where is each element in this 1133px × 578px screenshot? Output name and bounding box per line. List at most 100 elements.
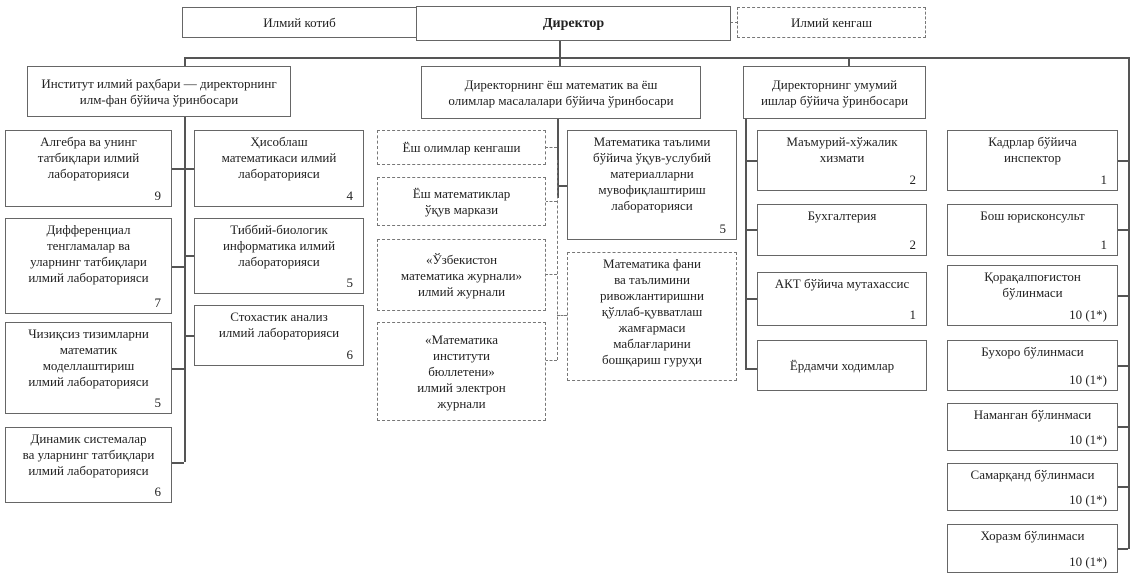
deputy-box: Институт илмий раҳбари — директорнинг ил… <box>27 66 291 117</box>
staff-count: 6 <box>346 347 354 362</box>
connector-line <box>184 116 186 462</box>
connector-line <box>184 57 186 66</box>
youth-unit-box: «Ўзбекистон математика журнали» илмий жу… <box>377 239 546 311</box>
box-label: Тиббий-биологик информатика илмий лабора… <box>222 222 336 269</box>
connector-line <box>1117 160 1128 162</box>
branch-box: Хоразм бўлинмаси 10 (1*) <box>947 524 1118 573</box>
scientific-secretary-box: Илмий котиб <box>182 7 417 38</box>
connector-line <box>557 185 569 187</box>
staff-count: 10 (1*) <box>1069 307 1107 322</box>
box-label: Стохастик анализ илмий лабораторияси <box>218 309 340 340</box>
connector-line <box>545 274 557 275</box>
box-label: Маъмурий-хўжалик хизмати <box>786 134 898 165</box>
box-label: Директорнинг ёш математик ва ёш олимлар … <box>448 77 674 108</box>
staff-count: 1 <box>1100 237 1108 252</box>
staff-count: 10 (1*) <box>1069 492 1107 507</box>
box-label: Бош юрисконсульт <box>980 208 1085 223</box>
connector-line <box>1128 57 1130 549</box>
lab-box: Динамик системалар ва уларнинг татбиқлар… <box>5 427 172 503</box>
connector-line <box>172 462 184 464</box>
branch-box: Бухоро бўлинмаси 10 (1*) <box>947 340 1118 391</box>
connector-line <box>172 168 184 170</box>
box-label: Ҳисоблаш математикаси илмий лабораторияс… <box>221 134 337 181</box>
staff-count: 2 <box>909 172 917 187</box>
youth-unit-box: «Математика институти бюллетени» илмий э… <box>377 322 546 421</box>
box-label: Бухоро бўлинмаси <box>981 344 1084 359</box>
deputy-box: Директорнинг ёш математик ва ёш олимлар … <box>421 66 701 119</box>
lab-box: Тиббий-биологик информатика илмий лабора… <box>194 218 364 294</box>
lab-box: Стохастик анализ илмий лабораторияси 6 <box>194 305 364 366</box>
connector-line <box>184 168 194 170</box>
box-label: Илмий котиб <box>263 15 336 30</box>
box-label: Алгебра ва унинг татбиқлари илмий лабора… <box>37 134 140 181</box>
lab-box: Дифференциал тенгламалар ва уларнинг тат… <box>5 218 172 314</box>
staff-count: 10 (1*) <box>1069 554 1107 569</box>
box-label: Динамик системалар ва уларнинг татбиқлар… <box>22 431 155 478</box>
connector-line <box>745 160 757 162</box>
connector-line <box>557 160 558 360</box>
youth-unit-box: Математика фани ва таълимини ривожлантир… <box>567 252 737 381</box>
academic-council-box: Илмий кенгаш <box>737 7 926 38</box>
staff-count: 2 <box>909 237 917 252</box>
connector-line <box>1117 229 1128 231</box>
connector-line <box>745 229 757 231</box>
connector-line <box>545 360 557 361</box>
box-label: Математика таълими бўйича ўқув-услубий м… <box>593 134 711 213</box>
box-label: «Ўзбекистон математика журнали» илмий жу… <box>400 251 523 299</box>
staff-count: 1 <box>1100 172 1108 187</box>
staff-count: 5 <box>719 221 727 236</box>
connector-line <box>1117 365 1128 367</box>
staff-box: Бош юрисконсульт 1 <box>947 204 1118 256</box>
box-label: Директор <box>542 16 605 31</box>
connector-line <box>559 40 561 57</box>
box-label: Чизиқсиз тизимларни математик моделлашти… <box>28 326 149 389</box>
staff-count: 5 <box>346 275 354 290</box>
box-label: Бухгалтерия <box>807 208 877 223</box>
connector-line <box>545 201 557 202</box>
connector-line <box>745 118 747 368</box>
service-box: Ёрдамчи ходимлар <box>757 340 927 391</box>
box-label: Директорнинг умумий ишлар бўйича ўринбос… <box>760 77 909 108</box>
box-label: «Математика институти бюллетени» илмий э… <box>417 332 506 411</box>
staff-count: 10 (1*) <box>1069 432 1107 447</box>
box-label: Ёш олимлар кенгаши <box>402 140 521 155</box>
staff-count: 10 (1*) <box>1069 372 1107 387</box>
box-label: Дифференциал тенгламалар ва уларнинг тат… <box>28 222 149 285</box>
connector-line <box>557 118 559 198</box>
connector-line <box>184 57 1129 59</box>
connector-line <box>172 368 184 370</box>
box-label: Наманган бўлинмаси <box>973 407 1092 422</box>
box-label: Ёрдамчи ходимлар <box>789 358 895 373</box>
lab-box: Алгебра ва унинг татбиқлари илмий лабора… <box>5 130 172 207</box>
youth-unit-box: Ёш олимлар кенгаши <box>377 130 546 165</box>
connector-line <box>545 147 557 148</box>
connector-line <box>745 298 757 300</box>
connector-line <box>1117 548 1128 550</box>
lab-box: Чизиқсиз тизимларни математик моделлашти… <box>5 322 172 414</box>
staff-count: 4 <box>346 188 354 203</box>
staff-count: 7 <box>154 295 162 310</box>
staff-count: 1 <box>909 307 917 322</box>
box-label: Қорақалпоғистон бўлинмаси <box>984 269 1081 300</box>
connector-line <box>1117 426 1128 428</box>
box-label: Институт илмий раҳбари — директорнинг ил… <box>41 76 277 107</box>
service-box: Маъмурий-хўжалик хизмати 2 <box>757 130 927 191</box>
connector-line <box>1117 295 1128 297</box>
lab-box: Математика таълими бўйича ўқув-услубий м… <box>567 130 737 240</box>
connector-line <box>184 255 194 257</box>
box-label: Ёш математиклар ўқув маркази <box>412 186 511 217</box>
lab-box: Ҳисоблаш математикаси илмий лабораторияс… <box>194 130 364 207</box>
staff-count: 9 <box>154 188 162 203</box>
connector-line <box>172 266 184 268</box>
deputy-box: Директорнинг умумий ишлар бўйича ўринбос… <box>743 66 926 119</box>
staff-count: 5 <box>154 395 162 410</box>
connector-line <box>730 22 738 23</box>
box-label: Хоразм бўлинмаси <box>980 528 1085 543</box>
connector-line <box>559 57 561 66</box>
connector-line <box>557 315 567 316</box>
connector-line <box>745 368 757 370</box>
branch-box: Қорақалпоғистон бўлинмаси 10 (1*) <box>947 265 1118 326</box>
